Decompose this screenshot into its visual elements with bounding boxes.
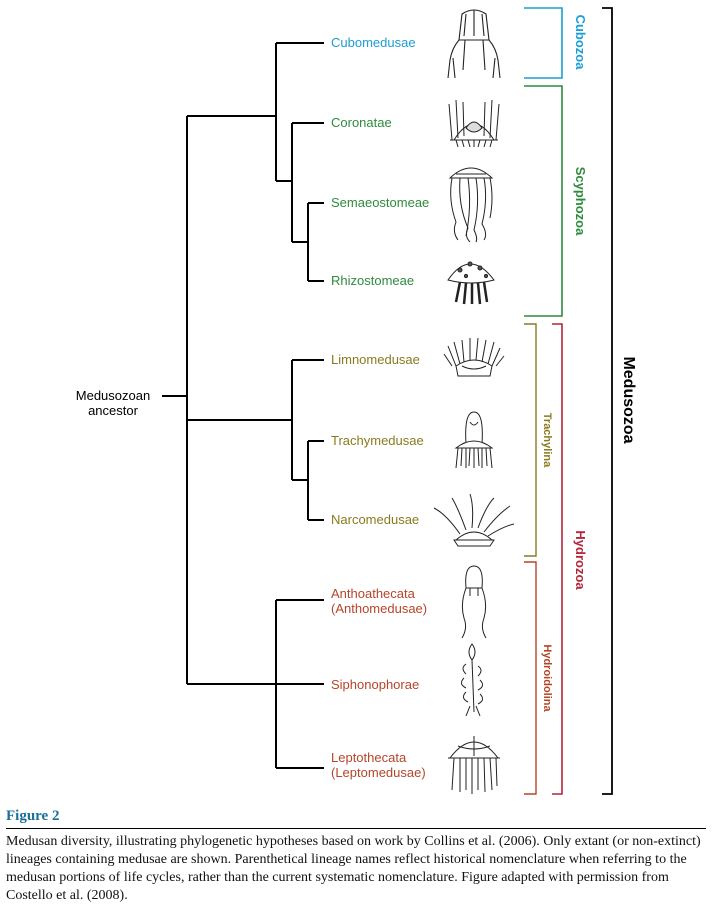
rhizostome-icon bbox=[447, 261, 495, 305]
taxon-trachymedusae: Trachymedusae bbox=[331, 433, 424, 448]
taxon-limnomedusae: Limnomedusae bbox=[331, 352, 420, 367]
taxon-rhizostomeae: Rhizostomeae bbox=[331, 273, 414, 288]
ancestor-label-line2: ancestor bbox=[88, 403, 139, 418]
phylogeny-diagram: Medusozoan ancestor Cubomedusae Coronata… bbox=[76, 7, 637, 795]
clade-cubozoa-label: Cubozoa bbox=[573, 15, 588, 71]
taxon-siphonophorae: Siphonophorae bbox=[331, 677, 419, 692]
taxon-coronatae: Coronatae bbox=[331, 115, 392, 130]
clade-hydrozoa-label: Hydrozoa bbox=[573, 530, 588, 590]
semaeostome-icon bbox=[448, 167, 494, 243]
figure-title: Figure 2 bbox=[6, 808, 60, 824]
figure-caption: Figure 2 Medusan diversity, illustrating… bbox=[6, 808, 706, 905]
clade-hydroidolina-label: Hydroidolina bbox=[541, 644, 553, 712]
taxon-cubomedusae: Cubomedusae bbox=[331, 35, 416, 50]
taxon-leptomedusae: (Leptomedusae) bbox=[331, 765, 426, 780]
bracket-hydroidolina bbox=[524, 561, 537, 795]
bracket-hydrozoa bbox=[552, 323, 563, 795]
cubomedusa-icon bbox=[447, 9, 501, 79]
ancestor-label-line1: Medusozoan bbox=[76, 388, 150, 403]
clade-scyphozoa-label: Scyphozoa bbox=[573, 167, 588, 236]
phylogenetic-tree bbox=[162, 42, 324, 769]
taxon-anthoathecata: Anthoathecata bbox=[331, 586, 416, 601]
siphonophore-icon bbox=[460, 643, 484, 717]
bracket-cubozoa bbox=[524, 7, 563, 79]
trachymedusa-icon bbox=[454, 411, 494, 469]
narcomedusa-icon bbox=[433, 493, 515, 547]
anthomedusa-icon bbox=[461, 565, 487, 639]
caption-divider bbox=[6, 828, 706, 829]
clade-trachylina-label: Trachylina bbox=[541, 413, 553, 468]
bracket-scyphozoa bbox=[524, 85, 563, 317]
taxon-narcomedusae: Narcomedusae bbox=[331, 512, 419, 527]
taxon-anthomedusae: (Anthomedusae) bbox=[331, 601, 427, 616]
taxon-leptothecata: Leptothecata bbox=[331, 750, 407, 765]
clade-medusozoa-label: Medusozoa bbox=[620, 356, 637, 443]
coronate-icon bbox=[448, 99, 500, 148]
bracket-trachylina bbox=[524, 323, 537, 557]
leptomedusa-icon bbox=[448, 736, 500, 794]
limnomedusa-icon bbox=[443, 337, 505, 377]
taxon-semaeostomeae: Semaeostomeae bbox=[331, 195, 429, 210]
caption-text: Medusan diversity, illustrating phylogen… bbox=[6, 834, 701, 903]
bracket-medusozoa bbox=[602, 7, 613, 795]
